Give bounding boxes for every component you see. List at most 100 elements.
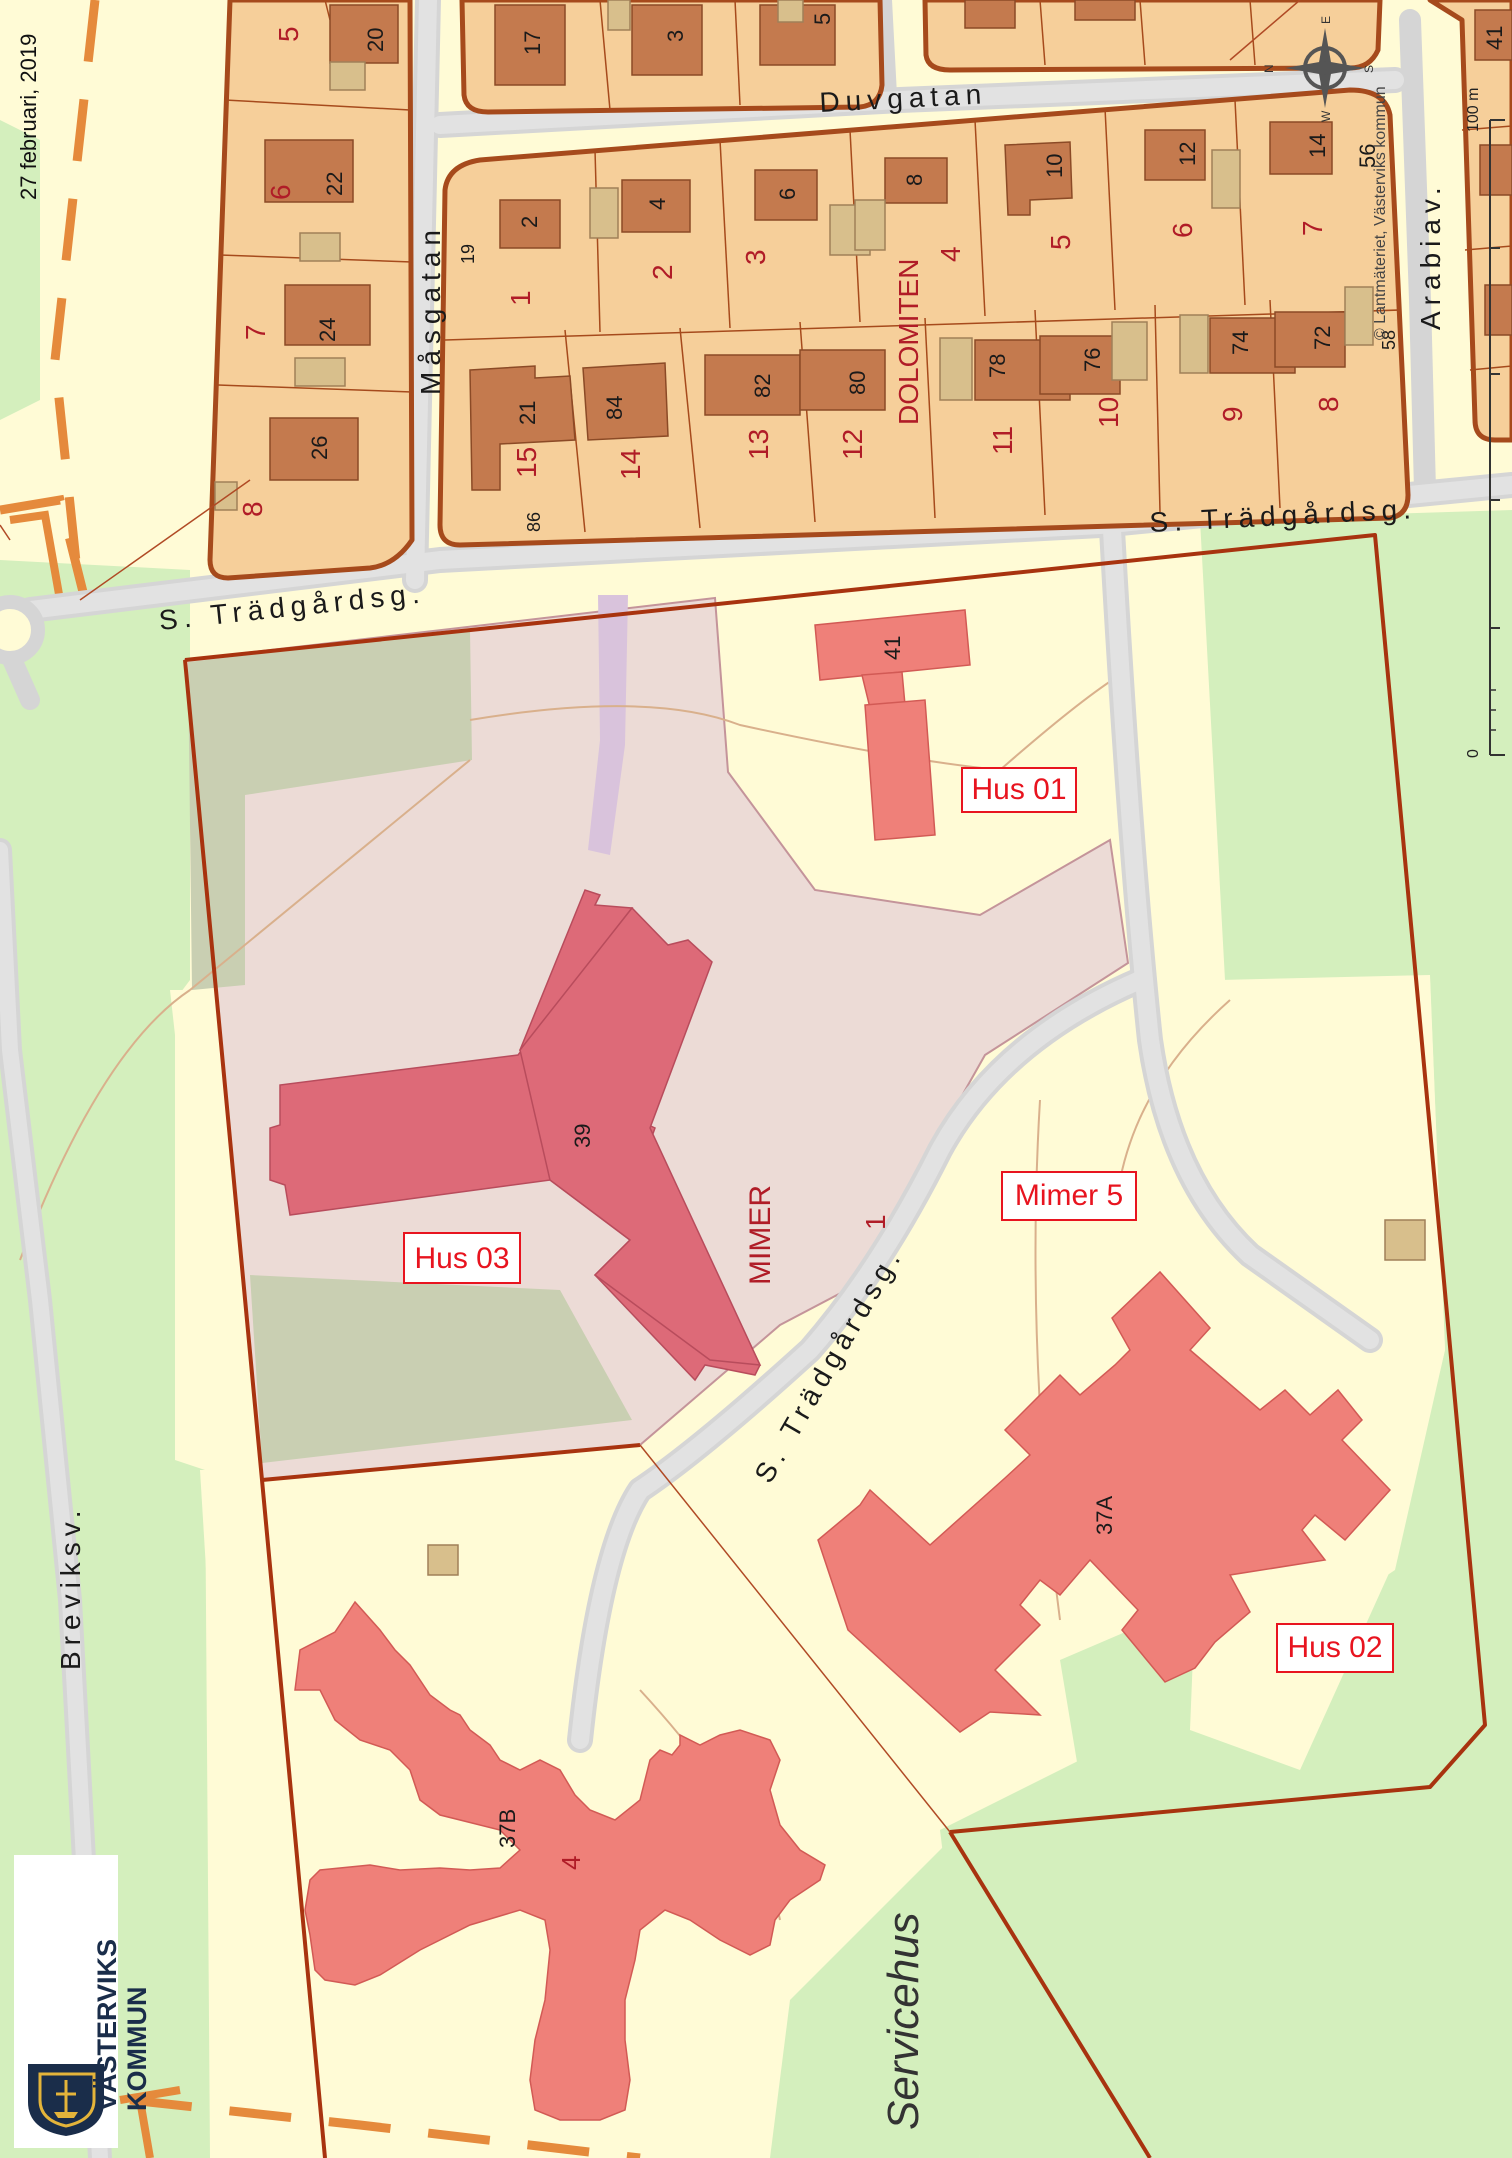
house-number: 86 (524, 512, 544, 532)
lot-number: 11 (987, 426, 1018, 455)
mimer-green-2 (250, 1275, 632, 1463)
building-number-37b: 37B (495, 1809, 520, 1848)
house-number: 10 (1042, 154, 1067, 178)
street-label-arabia: Arabiav. (1415, 181, 1446, 330)
building-37a[interactable] (817, 1270, 1392, 1733)
lot-number: 4 (935, 246, 966, 262)
house-number: 21 (515, 401, 540, 425)
lot-number: 7 (1297, 220, 1328, 236)
house-number: 76 (1080, 348, 1105, 372)
area-label-servicehus: Servicehus (879, 1912, 928, 2130)
house-number: 80 (845, 371, 870, 395)
lot-number: 3 (740, 249, 771, 265)
footpaths-solid (9, 510, 181, 2158)
building-number-39: 39 (570, 1124, 595, 1148)
lot-labels: 5 6 7 8 20 22 24 26 17 3 5 41 2 4 6 8 10… (237, 13, 1507, 532)
house-number: 8 (902, 174, 927, 186)
house-number: 3 (663, 30, 688, 42)
building-39[interactable] (269, 889, 762, 1382)
house-number: 14 (1305, 134, 1330, 158)
house-number: 56 (1355, 144, 1380, 168)
area-label-mimer4: 4 (556, 1856, 586, 1870)
houses (264, 0, 1512, 491)
lot-number: 14 (615, 449, 646, 480)
area-label-mimer: MIMER (744, 1185, 777, 1285)
hus02-label[interactable]: Hus 02 (1276, 1623, 1394, 1673)
scale-bar: 100 m 0 (1465, 88, 1505, 758)
house-number: 74 (1228, 331, 1253, 355)
hus01-label[interactable]: Hus 01 (961, 767, 1077, 813)
house-number: 17 (520, 31, 545, 55)
compass-w: W (1319, 110, 1333, 122)
sheds (214, 0, 1426, 1576)
lot-number: 6 (1167, 222, 1198, 238)
lot-number: 13 (743, 429, 774, 460)
house-number: 12 (1175, 142, 1200, 166)
house-number: 58 (1379, 330, 1399, 350)
house-number: 84 (602, 396, 627, 420)
house-number: 78 (985, 354, 1010, 378)
building-number-37a: 37A (1092, 1496, 1117, 1535)
mimer-green-1 (188, 630, 472, 990)
logo-line-1: VÄSTERVIKS (92, 1938, 122, 2111)
logo-line-2: KOMMUN (122, 1986, 152, 2111)
lot-number: 6 (265, 184, 296, 200)
lot-number: 5 (1045, 234, 1076, 250)
kommun-logo-text: VÄSTERVIKS KOMMUN (92, 1881, 152, 2111)
hus02-label-text: Hus 02 (1287, 1631, 1382, 1664)
scale-label-max: 100 m (1465, 88, 1482, 132)
house-number: 82 (750, 374, 775, 398)
lot-number: 5 (273, 26, 304, 42)
area-label-mimer-num: 1 (860, 1214, 891, 1230)
building-number-41: 41 (880, 636, 905, 660)
lot-number: 12 (837, 429, 868, 460)
compass-e: E (1319, 16, 1333, 24)
plan-lines-thin (0, 0, 1301, 1833)
lot-number: 2 (647, 264, 678, 280)
compass-rose: N E S W (1262, 16, 1376, 122)
lot-number: 8 (237, 501, 268, 517)
map-credit: © Lantmäteriet, Västerviks kommun (1372, 86, 1389, 340)
compass-s: S (1362, 65, 1376, 73)
hus03-label-text: Hus 03 (414, 1242, 509, 1275)
building-41[interactable] (814, 609, 971, 841)
thin-lines (19, 674, 1231, 1921)
house-number: 26 (307, 436, 332, 460)
roundabout (0, 595, 45, 665)
lot-number: 10 (1093, 397, 1124, 428)
scale-label-min: 0 (1465, 749, 1482, 758)
house-number: 72 (1310, 326, 1335, 350)
lot-number: 9 (1217, 406, 1248, 422)
park-areas (0, 120, 1512, 2158)
footpaths (0, 0, 641, 2158)
house-number: 5 (810, 13, 835, 25)
house-number: 41 (1482, 26, 1507, 50)
plan-boundaries (183, 533, 1487, 2158)
mimer5-label[interactable]: Mimer 5 (1001, 1171, 1137, 1221)
kommun-logo: VÄSTERVIKS KOMMUN (14, 1855, 152, 2148)
hus03-label[interactable]: Hus 03 (403, 1232, 521, 1284)
map-date: 27 februari, 2019 (16, 34, 41, 200)
lot-number: 7 (240, 324, 271, 340)
house-number: 19 (458, 244, 478, 264)
house-number: 22 (322, 172, 347, 196)
lot-number: 1 (505, 290, 536, 306)
area-label-dolomiten: DOLOMITEN (893, 259, 924, 425)
house-number: 2 (517, 216, 542, 228)
house-number: 4 (645, 198, 670, 210)
house-number: 20 (363, 28, 388, 52)
mimer5-label-text: Mimer 5 (1015, 1179, 1123, 1212)
street-label-masgatan: Måsgatan (415, 224, 446, 395)
compass-n: N (1262, 64, 1276, 73)
building-37b[interactable] (294, 1600, 826, 2121)
kommun-shield-icon (28, 2064, 104, 2136)
lot-number: 8 (1313, 396, 1344, 412)
mimer-path (588, 595, 628, 855)
hus01-label-text: Hus 01 (971, 773, 1066, 806)
lot-number: 15 (511, 447, 542, 478)
street-label-breviksv: Breviksv. (55, 1505, 86, 1671)
house-number: 6 (775, 188, 800, 200)
house-number: 24 (315, 318, 340, 342)
